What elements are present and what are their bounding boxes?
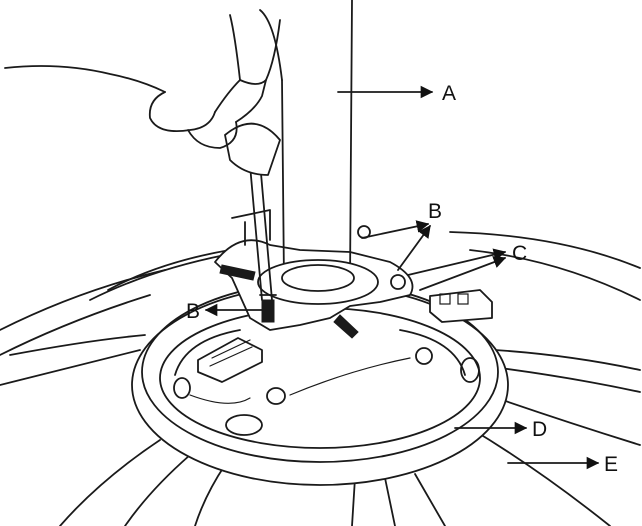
arrow-b-upper-1 <box>398 226 430 270</box>
label-a: A <box>442 82 456 105</box>
label-e: E <box>604 453 618 476</box>
label-c: C <box>512 242 527 265</box>
arrow-b-upper-2 <box>362 224 428 238</box>
label-d: D <box>532 418 547 441</box>
label-b-left: B <box>186 300 200 323</box>
label-b-upper: B <box>428 200 442 223</box>
